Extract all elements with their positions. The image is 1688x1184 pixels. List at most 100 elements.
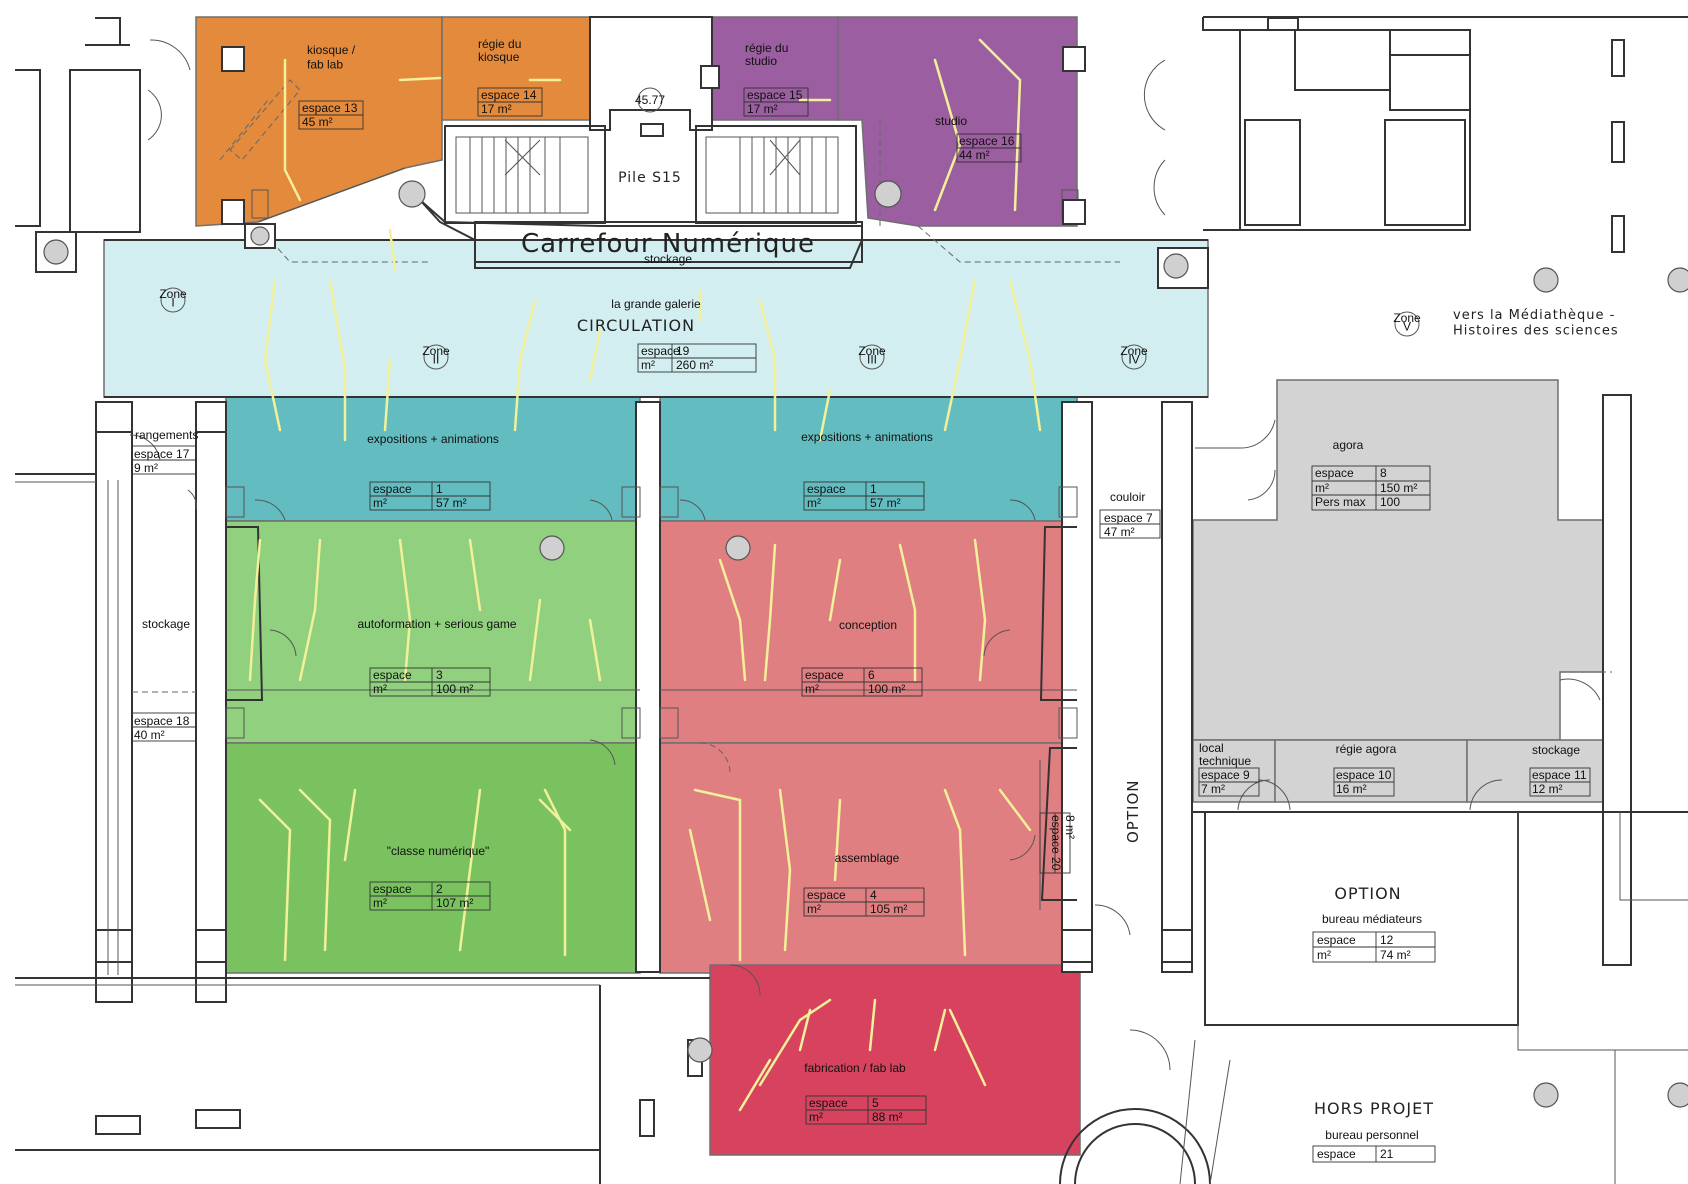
room-r21-k1: espace — [1317, 1147, 1356, 1161]
room-r5-v2: 88 m² — [872, 1110, 903, 1124]
room-name-couloir: couloir — [1110, 490, 1145, 504]
room-fill-conception — [659, 520, 1078, 744]
room-area-7: 47 m² — [1104, 525, 1135, 539]
room-name-conception: conception — [839, 618, 897, 632]
room-fill-regie-agora — [1274, 739, 1468, 803]
room-name-assemblage: assemblage — [835, 851, 900, 865]
room-r19-v2: 260 m² — [676, 358, 713, 372]
room-r1b-v1: 1 — [870, 482, 877, 496]
room-name-stockage-left: stockage — [142, 617, 190, 631]
room-r2-k1: espace — [373, 882, 412, 896]
room-r6-k1: espace — [805, 668, 844, 682]
room-r6-k2: m² — [805, 682, 819, 696]
level-mark: 45.77 — [635, 93, 665, 107]
light-line — [588, 328, 602, 382]
room-r1a-k1: espace — [373, 482, 412, 496]
light-line — [248, 538, 262, 682]
room-r5-k2: m² — [809, 1110, 823, 1124]
room-espace-15: espace 15 — [747, 88, 803, 102]
room-name-rangements: rangements — [135, 428, 198, 442]
room-espace-16: espace 16 — [959, 134, 1015, 148]
walls — [15, 16, 1688, 1184]
option-vertical-label: OPTION — [1124, 780, 1142, 843]
room-r2-v2: 107 m² — [436, 896, 473, 910]
room-r3-k2: m² — [373, 682, 387, 696]
light-line — [328, 278, 347, 442]
room-espace-7: espace 7 — [1104, 511, 1153, 525]
room-r3-k1: espace — [373, 668, 412, 682]
room-name-kiosque: kiosque /fab lab — [307, 43, 356, 71]
room-espace-20: espace 20 — [1049, 815, 1063, 871]
room-name-autoformation: autoformation + serious game — [357, 617, 516, 631]
room-r6-v2: 100 m² — [868, 682, 905, 696]
room-r1a-k2: m² — [373, 496, 387, 510]
pile-label: Pile S15 — [618, 170, 682, 186]
room-r8-k2: m² — [1315, 481, 1329, 495]
room-r12-k1: espace — [1317, 933, 1356, 947]
info-boxes — [131, 87, 1591, 1163]
room-r8-k3: Pers max — [1315, 495, 1366, 509]
room-r2-k2: m² — [373, 896, 387, 910]
room-r1b-k2: m² — [807, 496, 821, 510]
room-espace-10: espace 10 — [1336, 768, 1392, 782]
lighting-lines — [248, 38, 1042, 1112]
room-r12-v2: 74 m² — [1380, 948, 1411, 962]
room-r8-v1: 8 — [1380, 466, 1387, 480]
room-r5-k1: espace — [809, 1096, 848, 1110]
zone-markers — [160, 287, 1420, 370]
room-area-11: 12 m² — [1532, 782, 1563, 796]
light-line — [778, 788, 792, 952]
light-line — [1008, 278, 1042, 432]
light-line — [388, 228, 397, 272]
light-line — [538, 798, 572, 832]
light-line — [868, 998, 877, 1052]
room-name-expositions-right: expositions + animations — [801, 430, 933, 444]
room-r21-v1: 21 — [1380, 1147, 1394, 1161]
columns — [35, 46, 1688, 1108]
room-name-agora: agora — [1333, 438, 1364, 452]
room-r4-v1: 4 — [870, 888, 877, 902]
light-line — [258, 798, 292, 962]
room-fill-assemblage — [659, 742, 1078, 974]
room-espace-18: espace 18 — [134, 714, 190, 728]
room-area-20: 8 m² — [1063, 815, 1077, 839]
light-line — [738, 1058, 772, 1112]
room-r4-v2: 105 m² — [870, 902, 907, 916]
light-line — [948, 1008, 987, 1087]
room-r19-k1: espace — [641, 344, 680, 358]
room-r12-k2: m² — [1317, 948, 1331, 962]
room-r8-v3: 100 — [1380, 495, 1400, 509]
room-name-expositions-left: expositions + animations — [367, 432, 499, 446]
room-area-9: 7 m² — [1201, 782, 1225, 796]
light-line — [383, 358, 392, 432]
light-line — [758, 998, 832, 1087]
room-name-bureau-mediateurs: bureau médiateurs — [1322, 912, 1422, 926]
room-fill-fabrication — [709, 964, 1081, 1156]
room-r3-v2: 100 m² — [436, 682, 473, 696]
light-line — [398, 538, 412, 682]
destination-label: vers la Médiathèque -Histoires des scien… — [1453, 308, 1619, 339]
room-area-13: 45 m² — [302, 115, 333, 129]
room-fill-agora — [1192, 379, 1613, 741]
light-line — [763, 543, 777, 682]
light-line — [933, 1008, 947, 1052]
light-line — [513, 298, 537, 432]
room-r1a-v2: 57 m² — [436, 496, 467, 510]
room-r1a-v1: 1 — [436, 482, 443, 496]
room-fill-local-technique — [1192, 739, 1276, 803]
light-line — [758, 298, 777, 432]
room-fill-regie-kiosque — [441, 16, 591, 121]
light-line — [828, 558, 842, 622]
room-area-18: 40 m² — [134, 728, 165, 742]
room-fill-circulation — [103, 239, 1209, 398]
room-r19-v1: 19 — [676, 344, 690, 358]
room-r8-k1: espace — [1315, 466, 1354, 480]
room-fill-autoformation — [225, 520, 641, 744]
labels: Carrefour Numérique Pile S15 45.77 kiosq… — [134, 37, 1619, 1161]
light-line — [588, 618, 602, 682]
